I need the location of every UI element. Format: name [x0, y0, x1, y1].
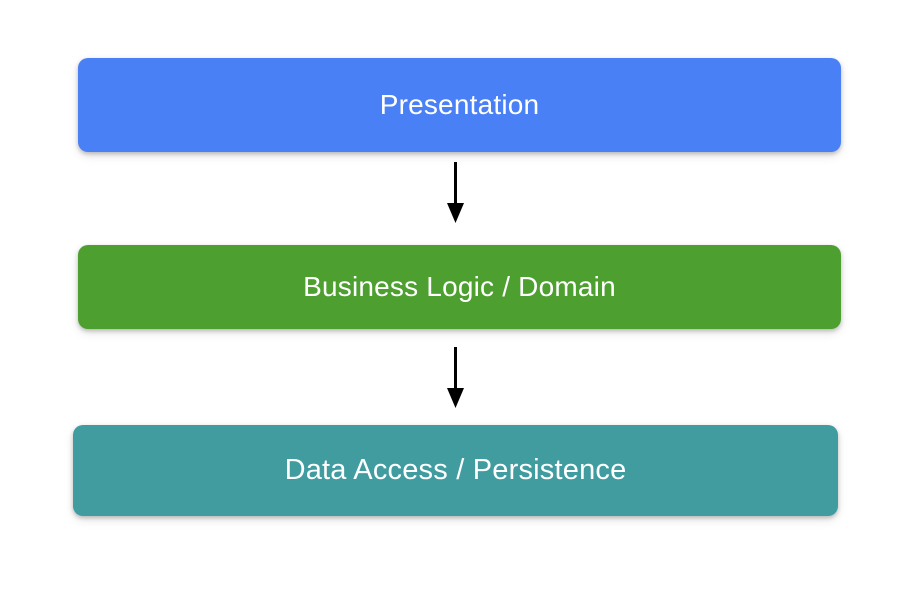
layer-box-presentation[interactable]: Presentation [78, 58, 841, 152]
layer-box-business-logic[interactable]: Business Logic / Domain [78, 245, 841, 329]
layer-label-presentation: Presentation [379, 89, 540, 120]
arrow-business-to-data [436, 347, 476, 409]
layer-box-data-access[interactable]: Data Access / Persistence [73, 425, 838, 516]
layer-label-data-access: Data Access / Persistence [284, 454, 627, 486]
arrow-presentation-to-business [436, 162, 476, 224]
layer-label-business-logic: Business Logic / Domain [303, 271, 616, 302]
